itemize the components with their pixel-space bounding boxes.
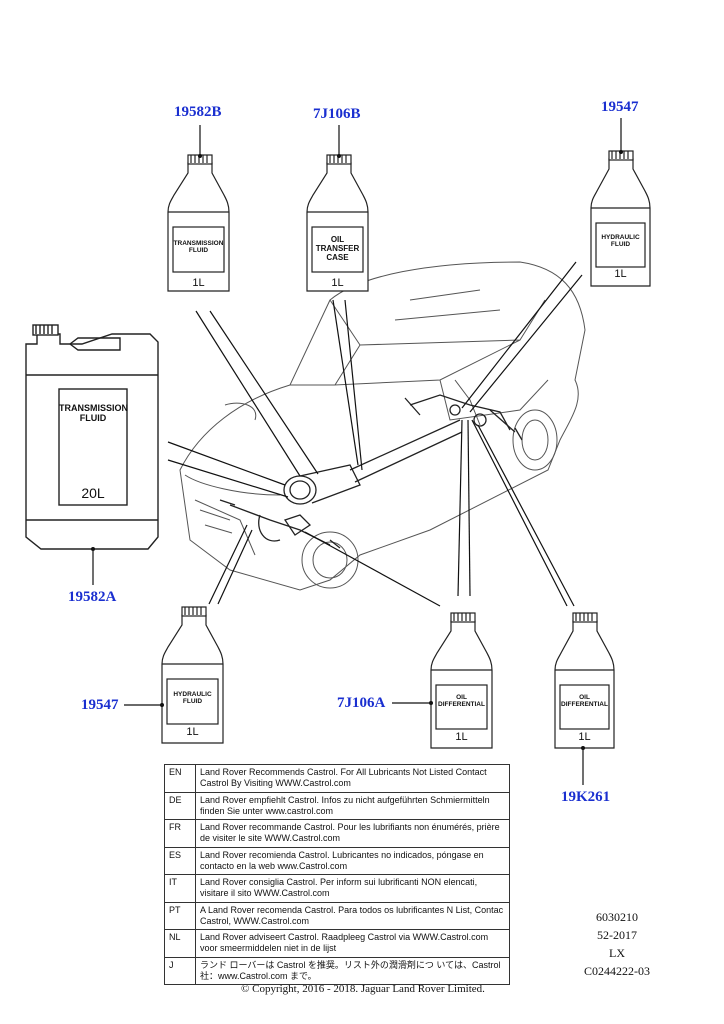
recommendation-text: Land Rover Recommends Castrol. For All L… <box>195 764 510 793</box>
part-number-19547-top[interactable]: 19547 <box>601 99 639 115</box>
model-code: LX <box>609 946 625 960</box>
bottle-19547-left[interactable] <box>161 606 224 744</box>
part-number-19K261[interactable]: 19K261 <box>561 789 611 805</box>
bottle-size-differential-b: 1L <box>578 731 591 743</box>
language-code: ES <box>164 846 196 875</box>
bottle-size-hydraulic-top: 1L <box>614 268 627 280</box>
language-code: EN <box>164 764 196 793</box>
part-number-7J106A[interactable]: 7J106A <box>337 695 386 711</box>
language-code: IT <box>164 874 196 903</box>
illustration-code: 6030210 <box>596 910 638 924</box>
copyright-notice: © Copyright, 2016 - 2018. Jaguar Land Ro… <box>241 983 485 995</box>
leader-lines <box>92 261 584 785</box>
language-code: PT <box>164 901 196 930</box>
recommendation-text: Land Rover recommande Castrol. Pour les … <box>195 819 510 848</box>
part-number-19582A[interactable]: 19582A <box>68 589 117 605</box>
recommendation-text: Land Rover empfiehlt Castrol. Infos zu n… <box>195 791 510 820</box>
language-code: DE <box>164 791 196 820</box>
bottle-label-transmission-20l: TRANSMISSION FLUID <box>59 403 129 423</box>
bottle-label-differential-a: OIL DIFFERENTIAL <box>438 694 485 709</box>
bottle-size-transfer-case: 1L <box>331 277 344 289</box>
bottle-label-differential-b: OIL DIFFERENTIAL <box>561 694 608 709</box>
recommendation-text: Land Rover recomienda Castrol. Lubricant… <box>195 846 510 875</box>
bottle-7J106A[interactable] <box>430 612 493 749</box>
bottle-size-transmission-20l: 20L <box>81 485 105 501</box>
bottle-size-transmission-1l: 1L <box>192 277 205 289</box>
bottle-size-hydraulic-left: 1L <box>186 726 199 738</box>
illustration-date: 52-2017 <box>597 928 637 942</box>
bottle-19582B[interactable] <box>167 154 230 292</box>
part-number-19547-left[interactable]: 19547 <box>81 697 119 713</box>
bottle-size-differential-a: 1L <box>455 731 468 743</box>
recommendation-text: A Land Rover recomenda Castrol. Para tod… <box>195 901 510 930</box>
bottle-19547-top[interactable] <box>590 150 651 287</box>
reference-number: C0244222-03 <box>584 964 650 978</box>
bottle-label-hydraulic-top: HYDRAULIC FLUID <box>601 234 640 249</box>
vehicle-illustration <box>179 261 586 591</box>
bottle-label-hydraulic-left: HYDRAULIC FLUID <box>173 691 212 706</box>
language-code: NL <box>164 929 196 958</box>
bottle-label-transmission-1l: TRANSMISSION FLUID <box>173 240 224 255</box>
part-number-7J106B[interactable]: 7J106B <box>313 106 361 122</box>
part-number-19582B[interactable]: 19582B <box>174 104 222 120</box>
recommendation-text: ランド ローバーは Castrol を推奨。リスト外の潤滑剤につ いては、Cas… <box>195 956 510 985</box>
bottle-19K261[interactable] <box>554 612 615 749</box>
bottle-label-transfer-case: OIL TRANSFER CASE <box>315 235 360 262</box>
recommendation-text: Land Rover consiglia Castrol. Per inform… <box>195 874 510 903</box>
language-code: FR <box>164 819 196 848</box>
bottle-7J106B[interactable] <box>306 154 369 292</box>
jerrycan-19582A[interactable] <box>25 324 159 550</box>
language-code: J <box>164 956 196 985</box>
recommendation-text: Land Rover adviseert Castrol. Raadpleeg … <box>195 929 510 958</box>
